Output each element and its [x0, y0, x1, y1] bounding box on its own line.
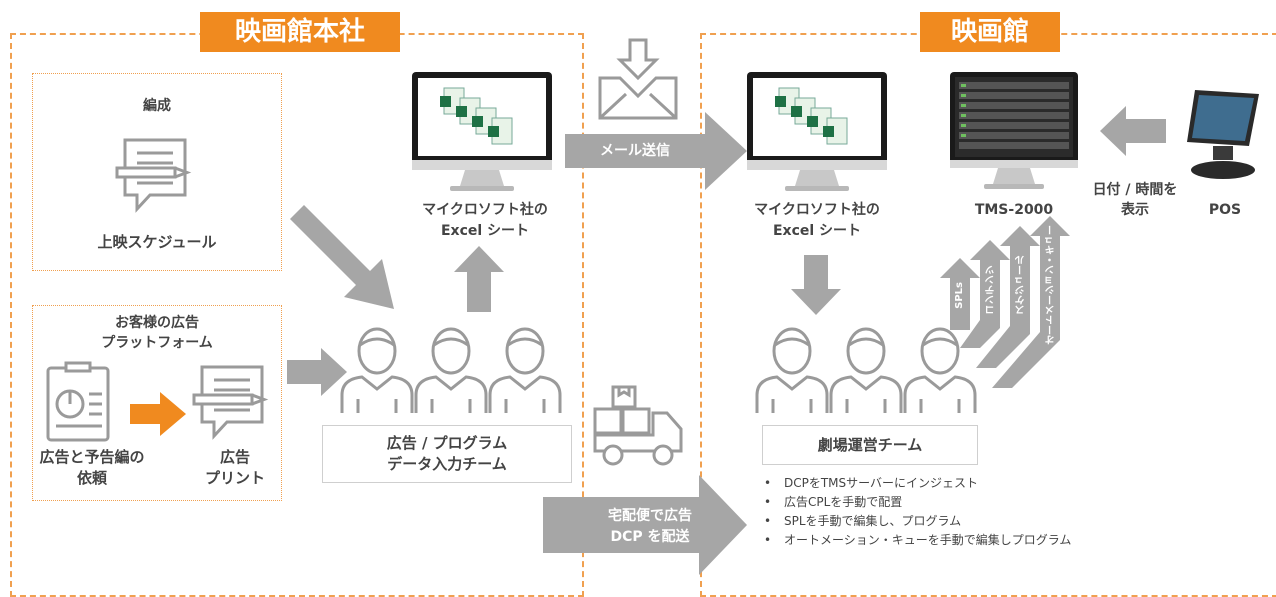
pos-terminal-icon	[1187, 90, 1259, 179]
theater-title: 映画館	[920, 12, 1060, 52]
ad-print-label-2: プリント	[204, 469, 265, 487]
flow-label-automation: オートメーション・キュー	[1046, 225, 1057, 345]
arrow-excel-to-theater-team	[791, 255, 841, 315]
delivery-truck-icon	[593, 385, 683, 466]
hq-team-box: 広告 / プログラム データ入力チーム	[322, 425, 572, 483]
email-label: メール送信	[600, 143, 670, 159]
flow-arrow-automation	[992, 216, 1070, 388]
hq-title: 映画館本社	[200, 12, 400, 52]
arrow-schedule-to-team	[290, 205, 394, 309]
arrow-team-to-excel	[454, 246, 504, 312]
flow-arrow-splss	[940, 258, 980, 330]
flow-arrow-contents	[960, 240, 1010, 348]
theater-task-list: DCPをTMSサーバーにインジェスト 広告CPLを手動で配置 SPLを手動で編集…	[764, 474, 1071, 550]
ad-request-label-1: 広告と予告編の	[39, 448, 145, 466]
theater-team-label: 劇場運営チーム	[817, 436, 923, 454]
ad-print-label-1: 広告	[219, 448, 250, 466]
datetime-label-2: 表示	[1121, 202, 1149, 218]
task-item: DCPをTMSサーバーにインジェスト	[764, 474, 1071, 493]
arrow-pos-to-tms	[1100, 106, 1166, 156]
hq-team-label-1: 広告 / プログラム	[386, 434, 508, 452]
tms-label: TMS-2000	[974, 202, 1054, 218]
hq-excel-label-1: マイクロソフト社の	[422, 202, 548, 218]
clipboard-power-icon	[46, 361, 110, 442]
flow-label-spls: SPLs	[954, 282, 965, 309]
hq-excel-monitor-icon	[412, 72, 552, 191]
theater-team-box: 劇場運営チーム	[762, 425, 978, 465]
ad-platform-heading-1: お客様の広告	[115, 315, 199, 331]
pos-label: POS	[1208, 202, 1242, 218]
hq-team-label-2: データ入力チーム	[387, 455, 507, 473]
ad-platform-heading-2: プラットフォーム	[101, 335, 213, 351]
email-inbox-icon	[598, 38, 678, 120]
schedule-heading: 編成	[143, 98, 171, 114]
email-arrow	[565, 112, 747, 190]
flow-arrows	[940, 216, 1070, 388]
theater-excel-monitor-icon	[747, 72, 887, 191]
ad-request-label-2: 依頼	[76, 469, 107, 487]
courier-label-2: DCP を配送	[610, 529, 690, 545]
schedule-caption: 上映スケジュール	[97, 233, 217, 251]
flow-label-contents: コンテンツ	[986, 265, 997, 315]
courier-arrow	[543, 475, 747, 575]
tms-monitor-icon	[950, 72, 1078, 189]
theater-team-people-icon	[755, 327, 977, 413]
arrow-ad-to-team	[287, 348, 347, 396]
theater-excel-label-2: Excel シート	[772, 223, 862, 239]
flow-arrow-schedule	[976, 226, 1040, 368]
hq-team-people-icon	[340, 327, 562, 413]
courier-label-1: 宅配便で広告	[608, 508, 692, 524]
datetime-label-1: 日付 / 時間を	[1092, 182, 1178, 198]
task-item: オートメーション・キューを手動で編集しプログラム	[764, 531, 1071, 550]
schedule-document-icon	[115, 138, 192, 213]
task-item: SPLを手動で編集し、プログラム	[764, 512, 1071, 531]
orange-arrow-icon	[130, 392, 186, 436]
theater-excel-label-1: マイクロソフト社の	[754, 202, 880, 218]
task-item: 広告CPLを手動で配置	[764, 493, 1071, 512]
flow-label-schedule: スケジュール	[1016, 255, 1027, 315]
print-document-icon	[192, 365, 269, 440]
hq-excel-label-2: Excel シート	[440, 223, 530, 239]
